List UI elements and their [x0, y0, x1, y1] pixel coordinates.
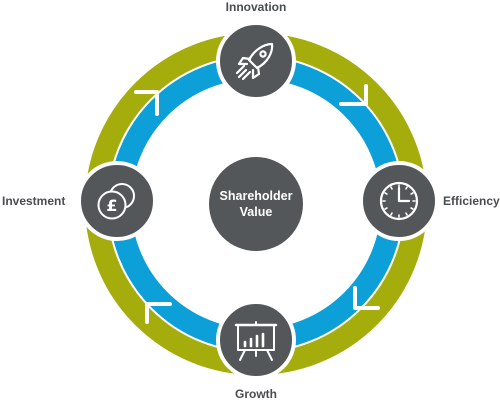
label-innovation: Innovation — [226, 0, 287, 14]
node-growth — [216, 300, 296, 380]
arrow-bottom-left — [145, 302, 172, 324]
center-label-line2: Value — [240, 205, 273, 219]
pound-coins-icon: £ — [97, 183, 135, 220]
cycle-arrows — [134, 84, 380, 324]
label-growth: Growth — [235, 387, 277, 400]
node-innovation — [216, 21, 296, 101]
presentation-chart-icon — [234, 321, 278, 361]
label-investment: Investment — [2, 194, 65, 208]
center-label-line1: Shareholder — [220, 189, 293, 203]
arrow-top-right — [339, 84, 368, 106]
node-efficiency — [359, 161, 439, 241]
center-node: Shareholder Value — [209, 157, 303, 251]
node-investment: £ — [77, 161, 157, 241]
label-efficiency: Efficiency — [443, 194, 500, 208]
arrow-bottom-right — [353, 286, 380, 310]
arrow-top-left — [134, 90, 159, 116]
clock-icon — [379, 181, 419, 221]
rocket-icon — [235, 42, 274, 81]
svg-text:£: £ — [106, 196, 117, 215]
